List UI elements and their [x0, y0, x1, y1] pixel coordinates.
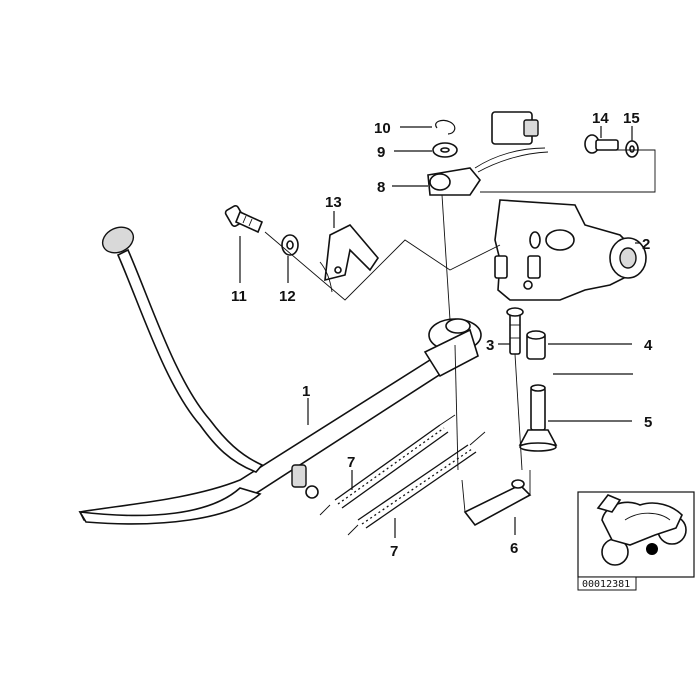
leader-lines	[239, 126, 640, 538]
callout-7-upper: 7	[347, 454, 355, 471]
stand-location-marker-icon	[646, 543, 658, 555]
callout-7-lower: 7	[390, 543, 398, 560]
callout-15: 15	[623, 110, 640, 127]
side-stand-leg	[78, 318, 482, 525]
washer-part-12	[281, 234, 299, 256]
callout-5: 5	[644, 414, 652, 431]
side-stand-switch-part-8	[427, 111, 549, 321]
bolt-part-14	[584, 134, 619, 154]
pin-part-3	[506, 307, 524, 355]
callout-8: 8	[377, 179, 385, 196]
assembly-lines	[264, 149, 656, 471]
callout-14: 14	[592, 110, 609, 127]
washer-part-15	[625, 140, 639, 158]
switch-holder-part-13	[319, 224, 380, 293]
callout-3: 3	[486, 337, 494, 354]
washer-part-9	[432, 142, 458, 158]
bolt-part-11	[224, 205, 264, 234]
mounting-bracket	[494, 199, 647, 301]
callout-12: 12	[279, 288, 296, 305]
callout-11: 11	[231, 288, 247, 305]
callout-2: 2	[642, 236, 650, 253]
callout-13: 13	[325, 194, 342, 211]
callout-6: 6	[510, 540, 518, 557]
bracket-plate-part-6	[461, 470, 532, 527]
callout-9: 9	[377, 144, 385, 161]
tension-springs-part-7	[319, 414, 486, 536]
callout-4: 4	[644, 337, 653, 354]
circlip-part-10	[435, 119, 456, 135]
bushing-part-4	[526, 330, 546, 360]
location-inset: 00012381	[577, 491, 695, 591]
reference-number: 00012381	[582, 579, 630, 590]
shoulder-bolt-part-5	[518, 384, 558, 452]
callout-1: 1	[302, 383, 310, 400]
callout-10: 10	[374, 120, 391, 137]
stand-handle-arm	[101, 226, 264, 473]
motorcycle-thumbnail-icon	[596, 494, 687, 566]
